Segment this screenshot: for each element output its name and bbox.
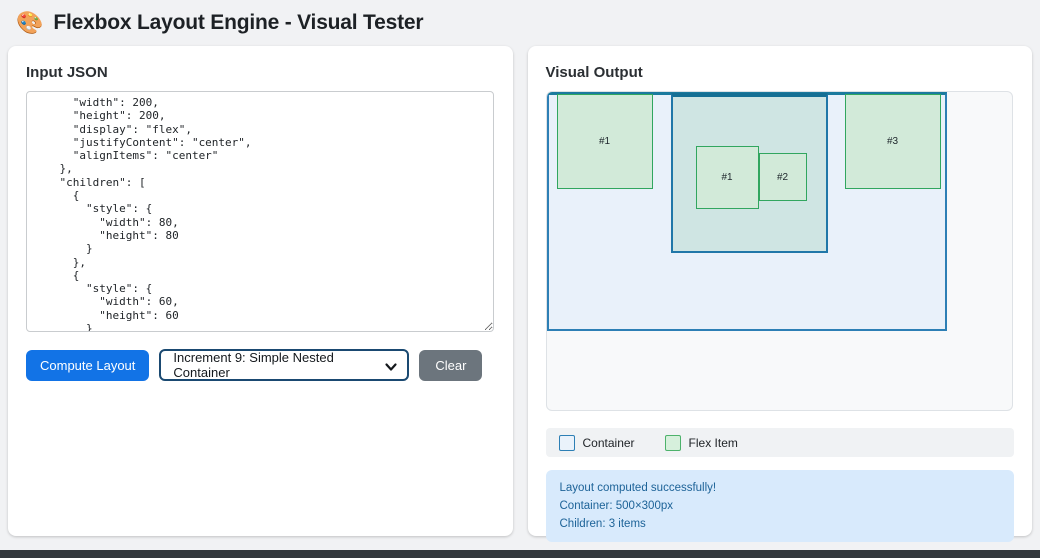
input-json-panel: Input JSON "width": 200, "height": 200, … xyxy=(8,46,513,536)
palette-icon: 🎨 xyxy=(16,10,44,35)
layout-canvas: #1#1#2#3 xyxy=(545,91,1013,411)
status-line-2: Container: 500×300px xyxy=(559,500,674,513)
legend-item-flex-item: Flex Item xyxy=(664,434,738,451)
bottom-bar xyxy=(0,550,1040,558)
preset-dropdown[interactable]: Increment 9: Simple Nested Container xyxy=(159,349,410,381)
visual-output-panel: Visual Output #1#1#2#3 Container Flex It… xyxy=(527,46,1032,543)
input-panel-title: Input JSON xyxy=(26,64,108,81)
page-title: Flexbox Layout Engine - Visual Tester xyxy=(53,11,424,34)
output-panel-title: Visual Output xyxy=(545,64,643,81)
status-line-3: Children: 3 items xyxy=(559,518,646,531)
controls-row: Compute Layout Increment 9: Simple Neste… xyxy=(26,349,495,381)
flex-item-box: #1 xyxy=(556,94,653,189)
container-swatch-icon xyxy=(558,434,575,451)
flex-item-box: #1 xyxy=(695,146,759,209)
legend-flex-item-label: Flex Item xyxy=(688,435,738,450)
status-message: Layout computed successfully! Container:… xyxy=(545,470,1014,543)
legend-bar: Container Flex Item xyxy=(545,428,1014,457)
clear-button[interactable]: Clear xyxy=(419,349,483,381)
status-line-1: Layout computed successfully! xyxy=(559,482,717,494)
preset-dropdown-value: Increment 9: Simple Nested Container xyxy=(173,350,334,380)
legend-container-label: Container xyxy=(582,435,635,450)
flex-item-box: #3 xyxy=(844,94,941,189)
main-columns: Input JSON "width": 200, "height": 200, … xyxy=(0,42,1040,543)
json-input-textarea[interactable]: "width": 200, "height": 200, "display": … xyxy=(26,91,494,332)
chevron-down-icon xyxy=(385,363,398,371)
app-header: 🎨 Flexbox Layout Engine - Visual Tester xyxy=(0,0,1040,42)
flex-item-swatch-icon xyxy=(664,434,681,451)
legend-item-container: Container xyxy=(558,434,635,451)
compute-layout-button[interactable]: Compute Layout xyxy=(26,349,150,381)
flex-item-box: #2 xyxy=(758,153,807,201)
